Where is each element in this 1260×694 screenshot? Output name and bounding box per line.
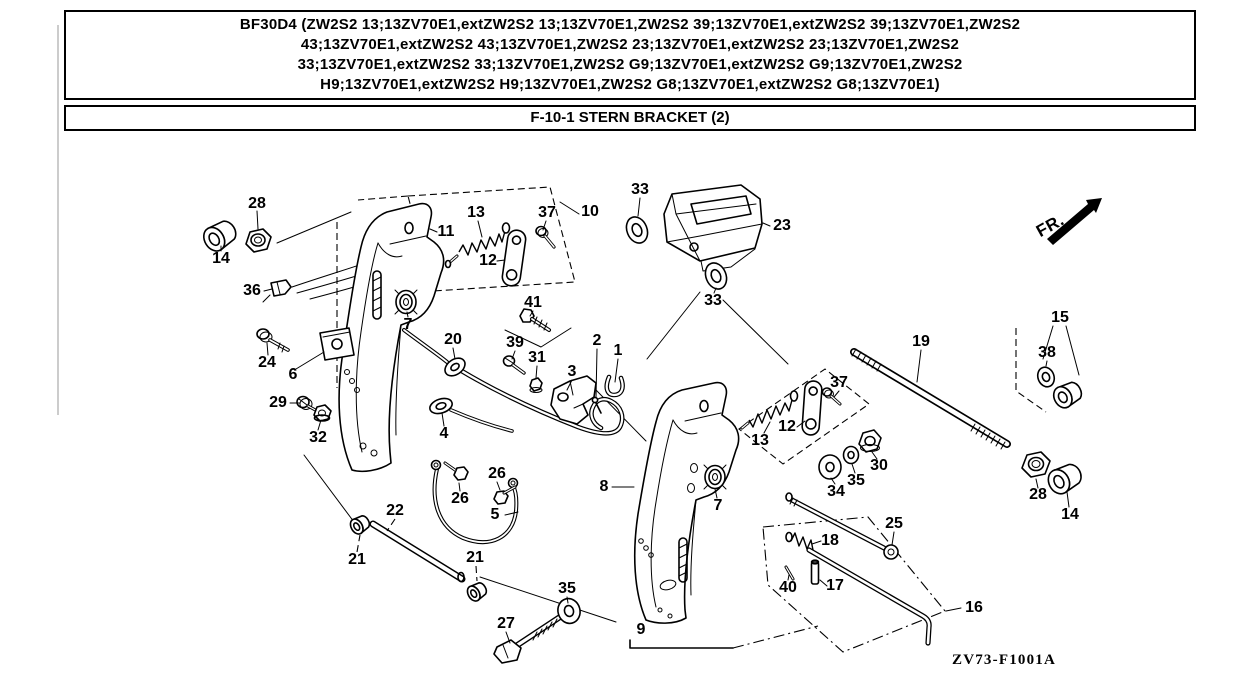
pin-2 bbox=[591, 396, 602, 414]
stern-bracket-left bbox=[338, 202, 445, 473]
section-title: F-10-1 STERN BRACKET (2) bbox=[530, 109, 730, 126]
stud-bolt-19 bbox=[850, 348, 1011, 450]
bolt-26-a bbox=[443, 461, 469, 481]
bolt-41 bbox=[519, 308, 551, 332]
washer-38 bbox=[1036, 366, 1056, 388]
fr-arrow-icon bbox=[1047, 198, 1102, 245]
washer-35-right bbox=[842, 445, 860, 465]
nut-32 bbox=[313, 404, 332, 422]
bolt-24 bbox=[256, 328, 290, 353]
link-12-upper bbox=[501, 229, 527, 287]
bolt-27 bbox=[493, 610, 569, 664]
leader-lines-dashed bbox=[356, 518, 478, 582]
model-header-line-2: 43;13ZV70E1,extZW2S2 43;13ZV70E1,ZW2S2 2… bbox=[300, 36, 960, 53]
cable-5 bbox=[430, 459, 519, 544]
spring-13-right bbox=[740, 390, 799, 430]
washer-34 bbox=[818, 454, 842, 480]
clip-36 bbox=[262, 279, 292, 303]
link-12-right bbox=[801, 380, 823, 436]
model-header-line-1: BF30D4 (ZW2S2 13;13ZV70E1,extZW2S2 13;13… bbox=[239, 16, 1021, 33]
eyelet-20 bbox=[444, 357, 466, 377]
page-scan-edge bbox=[57, 25, 59, 415]
rod-16 bbox=[806, 547, 932, 646]
tube-22 bbox=[369, 520, 466, 583]
drawing-code: ZV73-F1001A bbox=[952, 652, 1057, 668]
cap-nut-14-right bbox=[1047, 463, 1082, 495]
nut-28-left bbox=[245, 228, 272, 253]
bolt-39 bbox=[502, 355, 526, 375]
nut-31 bbox=[529, 377, 543, 393]
model-header-line-3: 33;13ZV70E1,extZW2S2 33;13ZV70E1,ZW2S2 G… bbox=[297, 56, 963, 73]
bolt-37-right bbox=[821, 387, 842, 406]
bushing-21-right bbox=[466, 582, 488, 602]
bushing-21-left bbox=[349, 515, 371, 535]
bolt-26-b bbox=[493, 485, 517, 505]
model-header-line-4: H9;13ZV70E1,extZW2S2 H9;13ZV70E1,ZW2S2 G… bbox=[320, 76, 940, 93]
swivel-case-23 bbox=[663, 184, 763, 272]
rod-25 bbox=[785, 492, 899, 560]
tilt-rod-and-cables bbox=[402, 328, 625, 436]
nut-28-right bbox=[1021, 451, 1051, 478]
eyelet-4 bbox=[429, 397, 453, 415]
model-header-box: BF30D4 (ZW2S2 13;13ZV70E1,extZW2S2 13;13… bbox=[64, 10, 1196, 100]
cap-nut-14-left bbox=[202, 220, 237, 252]
grommet-7-left bbox=[394, 289, 418, 315]
spring-18 bbox=[785, 531, 814, 551]
washer-33-lower bbox=[704, 262, 728, 290]
pin-40 bbox=[784, 565, 795, 581]
bracket-3 bbox=[550, 375, 597, 425]
cap-nut-15 bbox=[1052, 381, 1083, 409]
phantom-lines bbox=[276, 186, 1080, 653]
bolt-37-upper bbox=[535, 225, 556, 249]
section-title-bar: F-10-1 STERN BRACKET (2) bbox=[64, 105, 1196, 131]
stern-bracket-right bbox=[629, 381, 819, 649]
washer-33-upper bbox=[625, 216, 649, 244]
pin-17 bbox=[810, 559, 820, 585]
nut-30 bbox=[858, 429, 882, 453]
leader-lines bbox=[220, 197, 1070, 644]
clip-1 bbox=[604, 374, 625, 398]
grommet-7-right bbox=[703, 464, 727, 490]
washer-35-bottom bbox=[557, 597, 581, 625]
plate-6 bbox=[319, 327, 355, 361]
spring-13-upper bbox=[444, 222, 511, 269]
